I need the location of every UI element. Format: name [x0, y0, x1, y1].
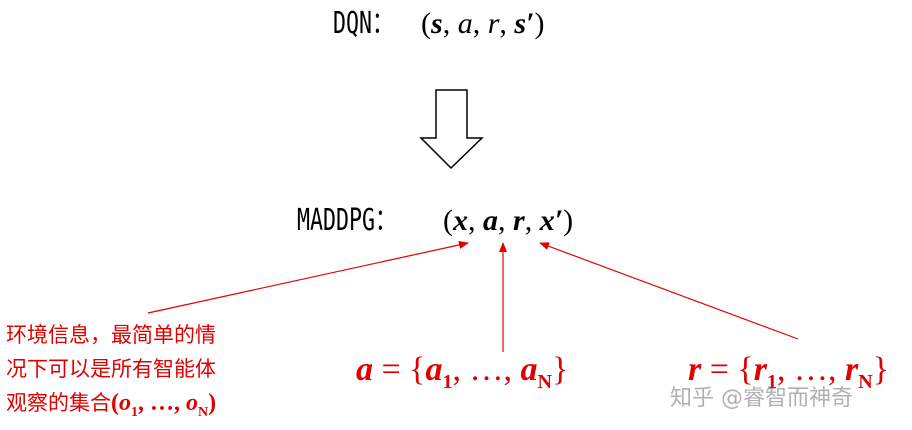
- a-close: }: [551, 351, 569, 388]
- a-ellipsis: , …,: [452, 351, 521, 388]
- obs-symbol: o: [119, 390, 131, 416]
- dqn-reward: r: [487, 7, 500, 40]
- a-1: a: [425, 351, 443, 388]
- x-annotation-note: 环境信息，最简单的情 况下可以是所有智能体 观察的集合(o1, …, oN): [6, 318, 216, 430]
- dqn-label: DQN：: [333, 6, 394, 41]
- maddpg-label: MADDPG：: [297, 203, 397, 238]
- paren-close: ): [208, 390, 217, 416]
- maddpg-comma: ,: [468, 204, 483, 237]
- r-sub-n: N: [858, 370, 873, 393]
- x-note-line-3-text: 观察的集合: [6, 391, 111, 415]
- dqn-state: s: [431, 7, 443, 40]
- x-note-line-3: 观察的集合(o1, …, oN): [6, 386, 216, 430]
- r-ellipsis: , …,: [776, 351, 845, 388]
- maddpg-x-prime: x′: [539, 204, 564, 237]
- obs-sub-1: 1: [131, 404, 138, 420]
- observation-set: (o1, …, oN): [111, 390, 217, 420]
- r-n: r: [844, 351, 859, 388]
- dqn-comma: ,: [442, 7, 458, 40]
- x-note-line-1: 环境信息，最简单的情: [6, 323, 216, 347]
- maddpg-comma: ,: [524, 204, 540, 237]
- watermark: 知乎 @睿智而神奇: [670, 386, 853, 411]
- maddpg-comma: ,: [498, 204, 513, 237]
- a-sub-n: N: [537, 370, 552, 393]
- maddpg-close-paren: ): [563, 204, 574, 237]
- a-definition: a = {a1, …, aN}: [356, 348, 568, 404]
- r-definition: r = {r1, …, rN}: [688, 348, 889, 404]
- a-n: a: [520, 351, 538, 388]
- obs-sub-n: N: [198, 404, 209, 420]
- r-close: }: [872, 351, 889, 388]
- maddpg-tuple: MADDPG： (x, a, r, x′): [297, 200, 573, 242]
- maddpg-x: x: [453, 204, 468, 237]
- r-lhs: r: [688, 351, 702, 388]
- obs-ellipsis: , …,: [138, 390, 186, 416]
- maddpg-r: r: [513, 204, 525, 237]
- a-eq: = {: [373, 351, 426, 388]
- dqn-tuple: DQN： (s, a, r, s′): [333, 4, 545, 44]
- dqn-comma: ,: [499, 7, 515, 40]
- x-note-line-2: 况下可以是所有智能体: [6, 357, 216, 381]
- dqn-action: a: [457, 7, 473, 40]
- maddpg-a: a: [483, 204, 498, 237]
- a-sub-1: 1: [442, 370, 453, 393]
- r-1: r: [753, 351, 767, 388]
- r-eq: = {: [701, 351, 754, 388]
- paren-open: (: [111, 390, 119, 416]
- dqn-close-paren: ): [534, 7, 545, 40]
- maddpg-open-paren: (: [443, 204, 453, 237]
- r-annotation-arrow: [539, 242, 799, 340]
- obs-symbol: o: [186, 390, 198, 416]
- dqn-next-state: s′: [514, 7, 535, 40]
- dqn-open-paren: (: [421, 7, 431, 40]
- a-lhs: a: [356, 351, 373, 388]
- x-annotation-arrow: [147, 241, 469, 314]
- r-sub-1: 1: [766, 370, 777, 393]
- dqn-comma: ,: [472, 7, 488, 40]
